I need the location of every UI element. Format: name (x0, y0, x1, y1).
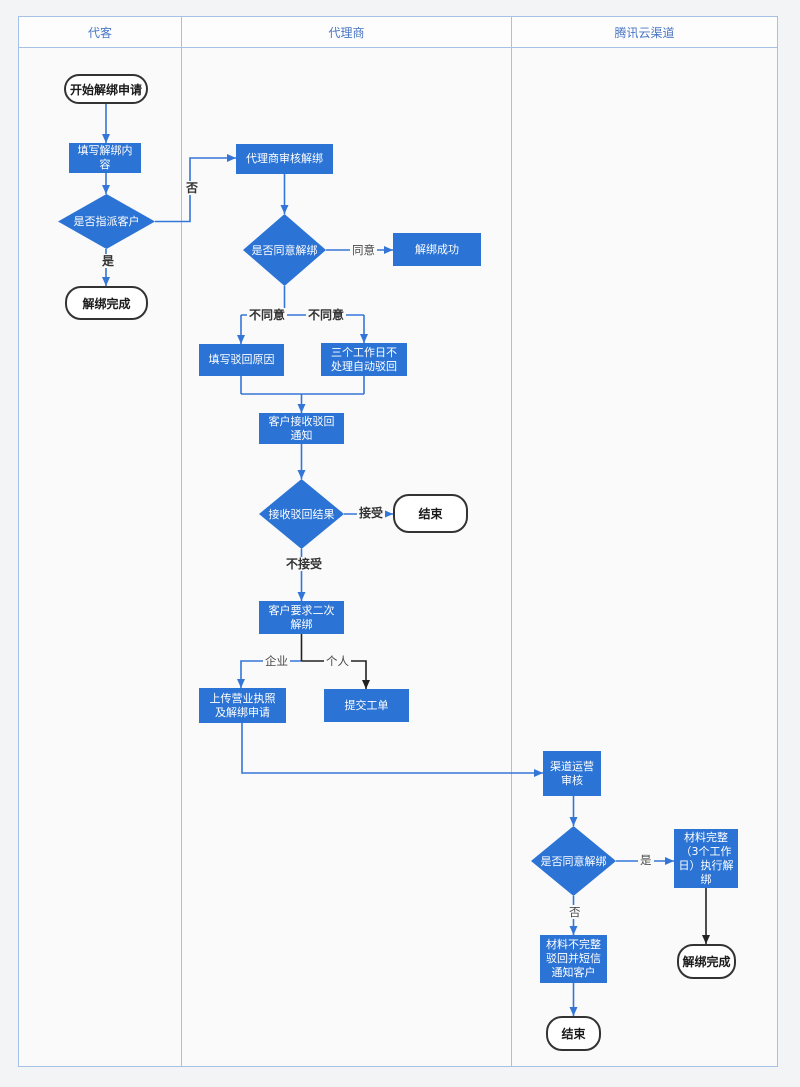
node-customer-receive-notice: 客户接收驳回通知 (259, 413, 344, 444)
edge-label-enterprise: 企业 (263, 654, 290, 668)
lane-header-agent: 代理商 (181, 17, 511, 47)
edge-label-yes: 是 (100, 254, 117, 268)
node-submit-ticket: 提交工单 (324, 689, 409, 722)
lane-divider-1 (181, 48, 182, 1066)
edge-label-personal: 个人 (324, 654, 351, 668)
edge-label-not-accept: 不接受 (284, 557, 325, 571)
edge-personal-to-ticket (301, 660, 370, 689)
node-auto-reject-3-days: 三个工作日不处理自动驳回 (321, 343, 407, 376)
node-agent-review-unbind: 代理商审核解绑 (236, 144, 333, 174)
node-material-incomplete-reject: 材料不完整驳回并短信通知客户 (540, 935, 607, 983)
node-unbind-done-channel-side: 解绑完成 (677, 944, 736, 979)
node-fill-unbind-content: 填写解绑内容 (69, 143, 141, 173)
node-upload-business-license: 上传营业执照及解绑申请 (199, 688, 286, 723)
edge-label-yes-channel: 是 (638, 853, 654, 867)
flowchart-canvas: 代客 代理商 腾讯云渠道 (18, 16, 778, 1067)
node-material-complete-execute: 材料完整（3个工作日）执行解绑 (674, 829, 738, 888)
node-end-agent-side: 结束 (393, 494, 468, 533)
edge-label-disagree-right: 不同意 (306, 308, 347, 322)
node-unbind-done-agent-side: 解绑完成 (65, 286, 148, 320)
edge-label-no: 否 (184, 181, 201, 195)
node-fill-reject-reason: 填写驳回原因 (199, 344, 284, 376)
flow-connectors (102, 104, 710, 1016)
node-unbind-success: 解绑成功 (393, 233, 481, 266)
lane-divider-2 (511, 48, 512, 1066)
edge-label-accept: 接受 (357, 506, 386, 520)
node-channel-operation-review: 渠道运营审核 (543, 751, 601, 796)
edge-label-agree: 同意 (350, 243, 377, 257)
lane-header-tencent-cloud-channel: 腾讯云渠道 (511, 17, 777, 47)
edge-label-no-channel: 否 (567, 905, 583, 919)
node-end-channel-side: 结束 (546, 1016, 601, 1051)
node-second-unbind-request: 客户要求二次解绑 (259, 601, 344, 634)
edge-upload-to-channel-review (241, 723, 543, 777)
lane-header-customer-agent: 代客 (87, 25, 112, 40)
swimlane-header: 代客 代理商 腾讯云渠道 (19, 17, 777, 48)
edge-label-disagree-left: 不同意 (247, 308, 288, 322)
node-start-unbind-request: 开始解绑申请 (64, 74, 148, 104)
